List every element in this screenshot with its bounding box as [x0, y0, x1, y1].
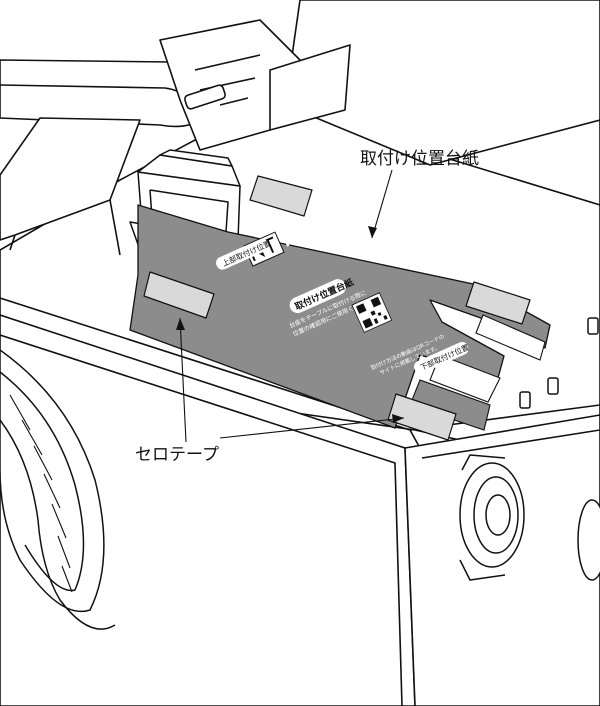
side-port-inner	[485, 494, 511, 536]
side-button	[587, 317, 599, 335]
tape-piece-lower	[387, 393, 457, 441]
tape-piece-upper-left	[249, 175, 313, 217]
arrowhead-mount-sheet	[368, 226, 377, 238]
machine-front-face	[0, 314, 416, 706]
tape-piece-left	[143, 271, 215, 319]
callout-tape: セロテープ	[135, 445, 219, 465]
machine-side-edge	[421, 429, 600, 459]
callout-mount-sheet: 取付け位置台紙	[360, 149, 479, 169]
grip-ribs	[9, 394, 73, 593]
sheet-window	[475, 314, 546, 361]
qr-code-icon	[351, 292, 393, 333]
side-port-2	[577, 499, 600, 581]
handle-post-left-side	[9, 199, 121, 256]
grip-inner	[0, 371, 85, 592]
leader-tape-left	[179, 317, 187, 443]
carry-handle	[0, 19, 351, 256]
sheet-lower-leg	[409, 379, 491, 431]
sheet-lower-leg-2	[429, 354, 501, 403]
arrowheads	[176, 226, 404, 423]
callout-lines	[179, 169, 405, 443]
tape-pieces	[143, 175, 531, 441]
side-button	[519, 391, 531, 409]
side-button	[547, 377, 559, 395]
side-port-housing	[459, 454, 506, 581]
mount-position-sheet: NOGLE 上部取付け位置 取付け位置台紙 台座をテーブルに取付ける際に 位置の…	[129, 204, 551, 431]
right-controls	[459, 317, 600, 581]
arrowhead-tape-lower	[392, 414, 404, 423]
arrowhead-tape-left	[176, 318, 185, 330]
machine-front-inner-edge	[0, 334, 403, 706]
side-grip	[0, 349, 116, 630]
handle-right-block	[269, 44, 351, 131]
tape-piece-right	[465, 281, 531, 325]
bracket-cap	[159, 149, 233, 167]
leader-mount-sheet	[371, 169, 393, 239]
grip-base	[0, 419, 116, 630]
handle-hinge-slot	[184, 84, 226, 110]
leader-tape-lower	[219, 417, 405, 439]
